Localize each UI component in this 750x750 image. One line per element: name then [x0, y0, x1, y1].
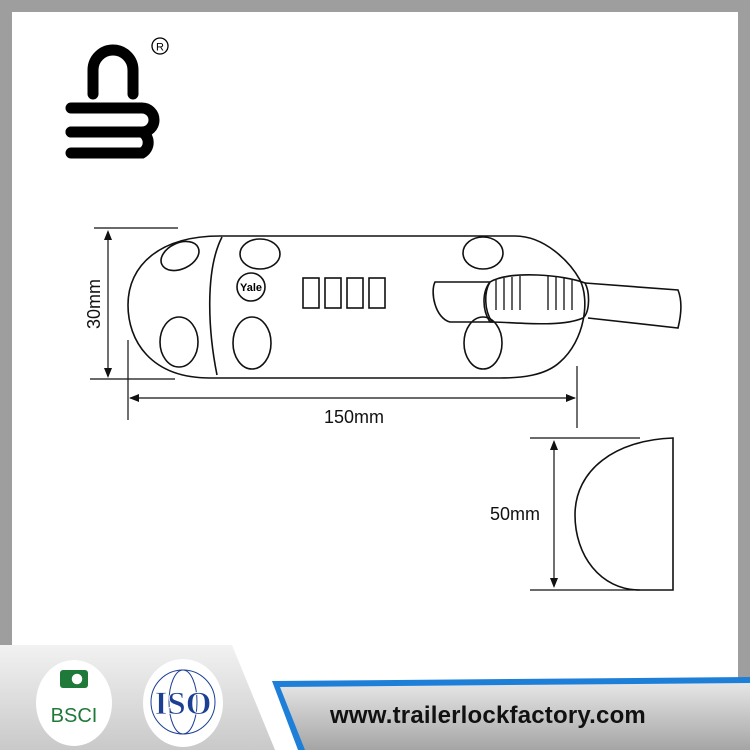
- height-dimension-label: 30mm: [84, 279, 104, 329]
- iso-label: ISO: [155, 686, 212, 722]
- registered-mark-icon: R: [151, 37, 169, 55]
- width-dimension-label: 50mm: [490, 504, 540, 524]
- dimension-lines: [90, 227, 640, 591]
- bsci-logo: [36, 660, 112, 746]
- bsci-label: BSCI: [51, 705, 98, 727]
- website-link[interactable]: www.trailerlockfactory.com: [330, 702, 646, 729]
- length-dimension-label: 150mm: [324, 407, 384, 427]
- footer-banner: [0, 645, 750, 750]
- svg-text:R: R: [156, 42, 164, 54]
- brand-logo-icon: [65, 44, 160, 159]
- yale-badge: Yale: [240, 282, 262, 294]
- lock-body-outline: [127, 235, 682, 379]
- iso-logo: [143, 659, 223, 747]
- side-profile-outline: [574, 437, 674, 591]
